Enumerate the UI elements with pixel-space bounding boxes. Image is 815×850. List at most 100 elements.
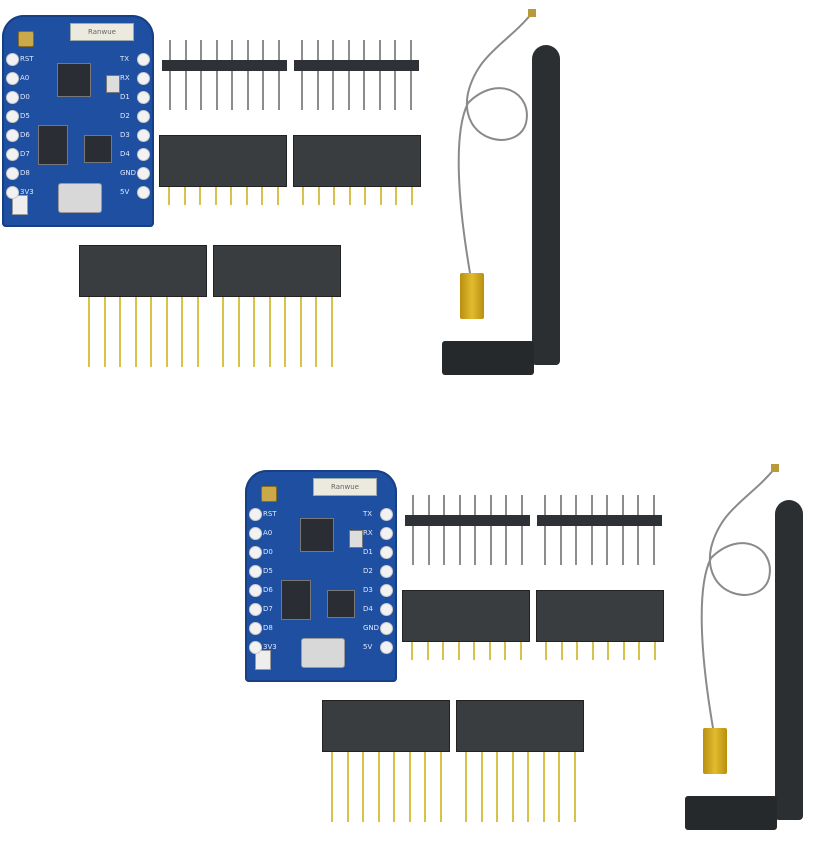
pin-pad	[137, 186, 150, 199]
long-female-header	[322, 700, 450, 822]
sma-connector	[703, 728, 727, 774]
male-pin-header	[294, 40, 419, 110]
pin-pad	[249, 508, 262, 521]
crystal	[106, 75, 120, 93]
pin-label: 3V3	[20, 188, 34, 196]
ipex-connector	[261, 486, 277, 502]
antenna-whip	[532, 45, 560, 365]
micro-usb-port	[58, 183, 102, 213]
pin-pad	[249, 527, 262, 540]
pin-label: D3	[120, 131, 130, 139]
antenna-base	[685, 796, 777, 830]
pin-label: D2	[120, 112, 130, 120]
long-female-header	[213, 245, 341, 367]
antenna-base	[442, 341, 534, 375]
pin-pad	[249, 565, 262, 578]
pin-pad	[249, 603, 262, 616]
micro-usb-port	[301, 638, 345, 668]
pin-label: D0	[20, 93, 30, 101]
reset-button	[12, 195, 28, 215]
short-female-header	[536, 590, 664, 660]
pin-label: D1	[120, 93, 130, 101]
pin-pad	[249, 546, 262, 559]
pin-pad	[380, 622, 393, 635]
reset-button	[255, 650, 271, 670]
pin-pad	[380, 565, 393, 578]
male-pin-header	[405, 495, 530, 565]
male-pin-header	[162, 40, 287, 110]
pin-label: D0	[263, 548, 273, 556]
pin-pad	[249, 641, 262, 654]
pin-pad	[137, 167, 150, 180]
pin-label: RST	[20, 55, 34, 63]
ipex-connector	[18, 31, 34, 47]
pin-label: A0	[263, 529, 273, 537]
pin-label: 5V	[363, 643, 373, 651]
pin-label: GND	[363, 624, 380, 632]
pin-label: 5V	[120, 188, 130, 196]
long-female-header	[79, 245, 207, 367]
pin-label: A0	[20, 74, 30, 82]
pin-label: D7	[20, 150, 30, 158]
pin-pad	[137, 110, 150, 123]
pin-label: GND	[120, 169, 137, 177]
pin-label: RX	[363, 529, 373, 537]
usb-serial-chip	[84, 135, 112, 163]
pin-label: D8	[20, 169, 30, 177]
pin-label: D5	[263, 567, 273, 575]
short-female-header	[159, 135, 287, 205]
pin-pad	[6, 53, 19, 66]
flash-chip	[281, 580, 311, 620]
pin-label: D1	[363, 548, 373, 556]
pin-pad	[137, 53, 150, 66]
crystal	[349, 530, 363, 548]
pin-pad	[6, 186, 19, 199]
pin-pad	[380, 508, 393, 521]
male-pin-header	[537, 495, 662, 565]
pin-label: 3V3	[263, 643, 277, 651]
pin-pad	[6, 167, 19, 180]
pin-pad	[6, 72, 19, 85]
flash-chip	[38, 125, 68, 165]
pin-label: D5	[20, 112, 30, 120]
pin-label: D6	[20, 131, 30, 139]
pin-pad	[137, 129, 150, 142]
pin-label: RST	[263, 510, 277, 518]
pin-label: TX	[363, 510, 373, 518]
antenna-module-label: Ranwue	[313, 478, 377, 496]
short-female-header	[293, 135, 421, 205]
pin-pad	[6, 129, 19, 142]
usb-serial-chip	[327, 590, 355, 618]
pin-pad	[380, 603, 393, 616]
pin-pad	[380, 546, 393, 559]
pin-label: D7	[263, 605, 273, 613]
pin-pad	[137, 91, 150, 104]
pin-pad	[380, 584, 393, 597]
pin-label: D3	[363, 586, 373, 594]
pin-pad	[380, 641, 393, 654]
pigtail-cable	[700, 464, 779, 729]
wifi-antenna	[438, 3, 578, 383]
pin-pad	[6, 110, 19, 123]
pin-label: D8	[263, 624, 273, 632]
antenna-whip	[775, 500, 803, 820]
sma-connector	[460, 273, 484, 319]
pin-pad	[249, 622, 262, 635]
pin-pad	[249, 584, 262, 597]
wifi-antenna	[681, 458, 815, 838]
mcu-chip	[57, 63, 91, 97]
pin-pad	[6, 148, 19, 161]
pin-label: RX	[120, 74, 130, 82]
pin-pad	[6, 91, 19, 104]
pin-pad	[137, 148, 150, 161]
pigtail-cable	[457, 9, 536, 274]
pin-pad	[380, 527, 393, 540]
pin-label: D4	[120, 150, 130, 158]
antenna-module-label: Ranwue	[70, 23, 134, 41]
pin-label: D2	[363, 567, 373, 575]
pin-label: D6	[263, 586, 273, 594]
